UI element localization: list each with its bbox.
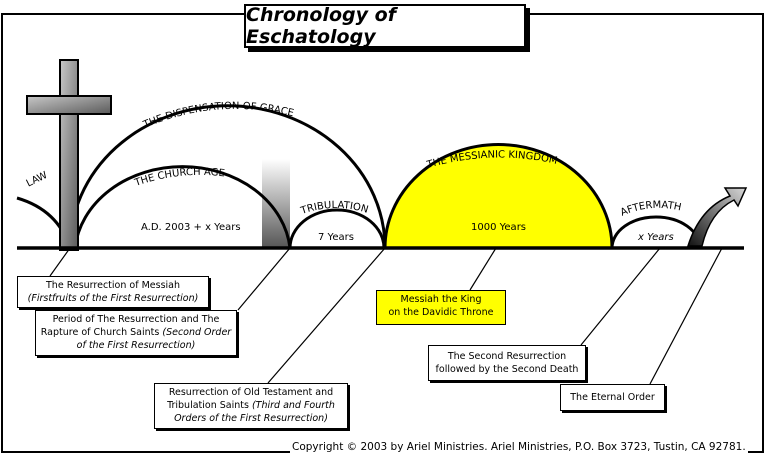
church-years-label: A.D. 2003 + x Years — [141, 222, 241, 233]
connector-eternal-order — [649, 247, 723, 385]
ot-saints-line3: Orders of the First Resurrection) — [174, 413, 328, 424]
tribulation-arc — [288, 208, 386, 249]
second-resurrection-line1: The Second Resurrection — [447, 351, 567, 362]
messiah-king-line2: on the Davidic Throne — [388, 307, 494, 318]
ot-saints-line2b: (Third and Fourth — [251, 400, 335, 411]
ot-saints-box: Resurrection of Old Testament and Tribul… — [154, 383, 348, 429]
eternal-arrow-icon — [686, 187, 748, 247]
grace-arc — [68, 104, 387, 249]
ot-saints-line2a: Tribulation Saints — [167, 400, 252, 411]
rapture-line1: Period of The Resurrection and The — [52, 314, 220, 325]
second-resurrection-line2: followed by the Second Death — [435, 364, 579, 375]
connector-rapture — [237, 247, 291, 311]
resurrection-messiah-box: The Resurrection of Messiah (Firstfruits… — [17, 276, 209, 308]
rapture-line2a: Rapture of Church Saints — [40, 327, 163, 338]
rapture-line2b: (Second Order — [162, 327, 232, 338]
rapture-box: Period of The Resurrection and The Raptu… — [35, 310, 237, 356]
church-age-arc — [73, 165, 292, 249]
kingdom-dome — [383, 143, 614, 250]
messiah-king-line1: Messiah the King — [400, 294, 482, 305]
tribulation-years-label: 7 Years — [318, 232, 354, 243]
connector-ot-saints — [267, 247, 386, 384]
rapture-line3: of the First Resurrection) — [76, 340, 196, 351]
eternal-order-label: The Eternal Order — [570, 392, 655, 403]
law-label: LAW — [25, 170, 50, 190]
cross-icon — [26, 59, 112, 251]
ot-saints-line1: Resurrection of Old Testament and — [168, 387, 334, 398]
messiah-king-box: Messiah the King on the Davidic Throne — [376, 290, 506, 325]
connector-second-resurrection — [580, 247, 661, 346]
connector-resurrection-messiah — [49, 247, 71, 277]
connector-messiah-king — [469, 247, 497, 291]
grace-label: THE DISPENSATION OF GRACE — [141, 101, 295, 131]
second-resurrection-box: The Second Resurrection followed by the … — [428, 345, 586, 381]
resurrection-messiah-line1: The Resurrection of Messiah — [46, 280, 180, 291]
eternal-order-box: The Eternal Order — [560, 384, 665, 411]
aftermath-years-label: x Years — [637, 232, 674, 243]
kingdom-years-label: 1000 Years — [471, 222, 526, 233]
copyright-text: Copyright © 2003 by Ariel Ministries. Ar… — [290, 441, 748, 453]
page-title: Chronology of Eschatology — [244, 4, 526, 48]
resurrection-messiah-line2: (Firstfruits of the First Resurrection) — [27, 293, 199, 304]
